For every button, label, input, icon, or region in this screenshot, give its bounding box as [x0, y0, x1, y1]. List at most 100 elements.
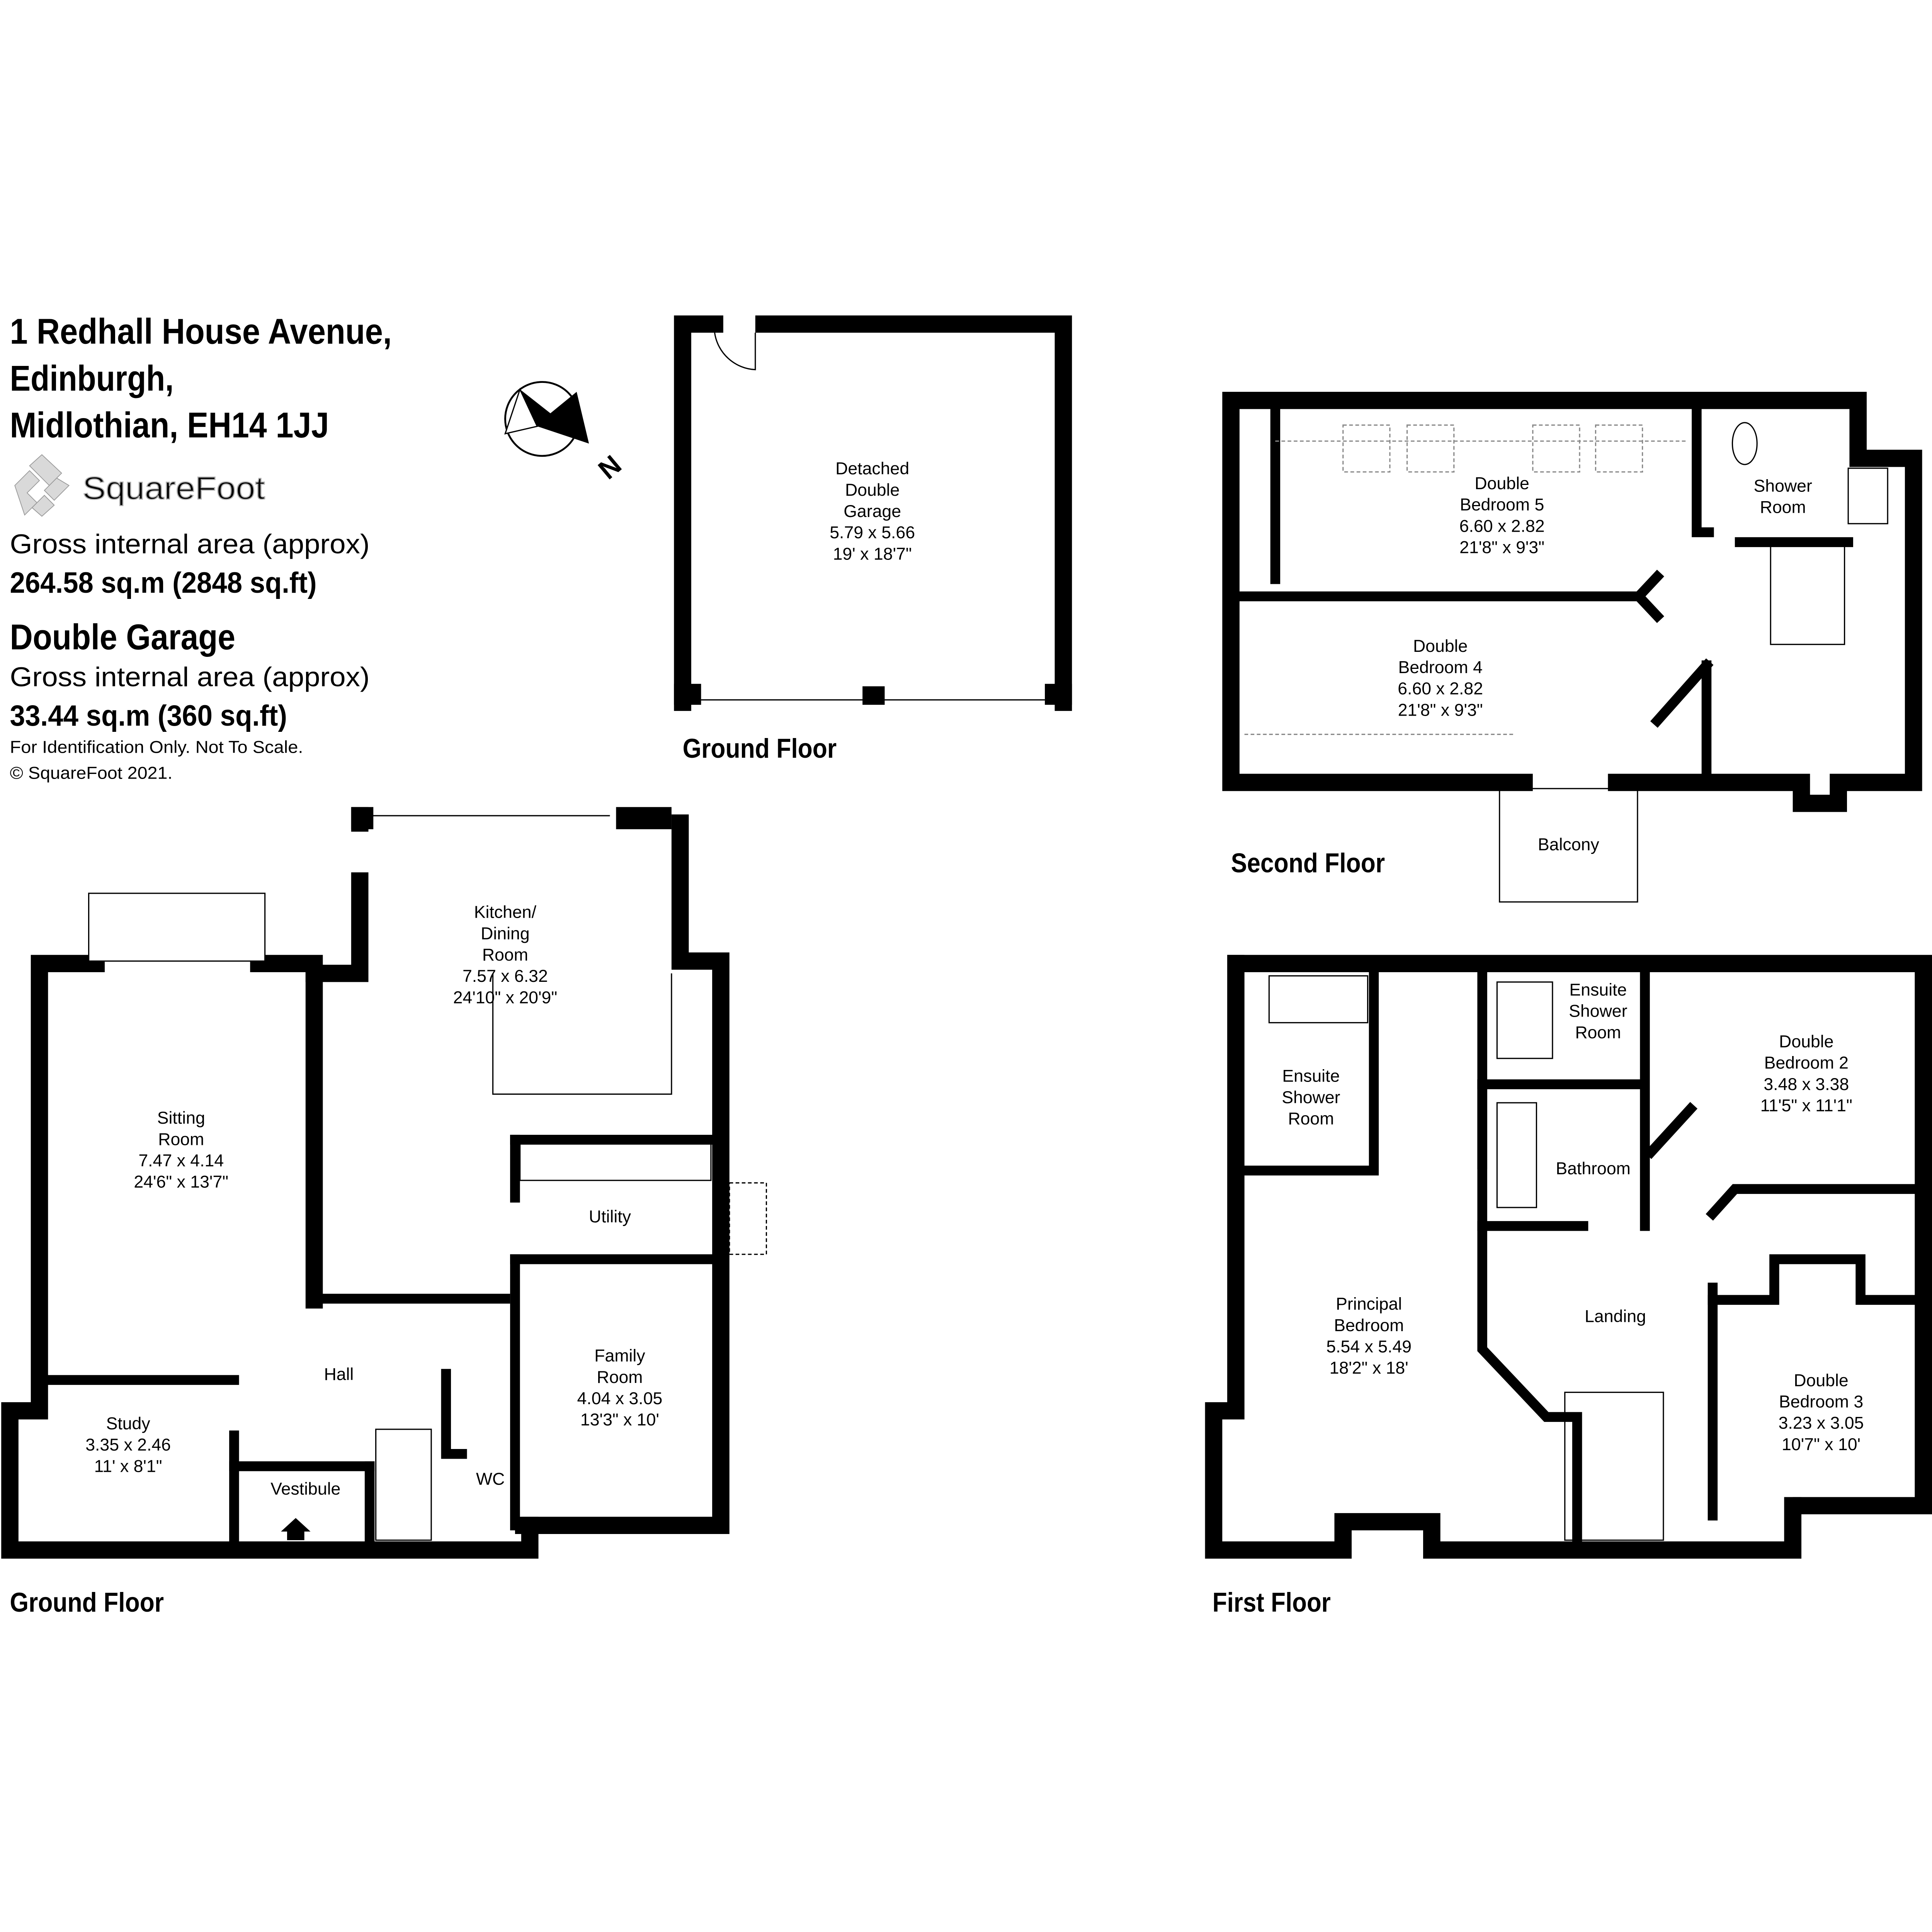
- room-label-line: 24'6" x 13'7": [134, 1173, 228, 1192]
- room-label-line: Kitchen/: [474, 903, 537, 922]
- room-label-line: Double: [845, 481, 900, 500]
- room-label-line: WC: [476, 1469, 505, 1488]
- room-label-line: 11'5" x 11'1": [1760, 1096, 1852, 1115]
- room-label-line: 4.04 x 3.05: [577, 1389, 663, 1408]
- squarefoot-logo: SquareFoot: [14, 454, 265, 517]
- room-label-line: 19' x 18'7": [833, 544, 912, 563]
- north-arrow-icon: N: [504, 381, 627, 485]
- room-label-line: 5.54 x 5.49: [1326, 1337, 1412, 1356]
- house-area-value: 264.58 sq.m (2848 sq.ft): [10, 566, 317, 599]
- room-label-line: Utility: [589, 1207, 631, 1226]
- room-label-line: 7.57 x 6.32: [463, 967, 548, 986]
- room-label-line: Garage: [844, 502, 901, 521]
- second-floor-plan: Second Floor: [1222, 392, 1922, 903]
- ground-floor-plan: Ground Floor: [1, 807, 767, 1617]
- room-label-line: Shower: [1282, 1088, 1340, 1107]
- room-label-line: Room: [1575, 1023, 1621, 1042]
- room-label-line: Bedroom 3: [1779, 1393, 1863, 1412]
- room-label-line: Ensuite: [1282, 1067, 1340, 1086]
- room-label-line: Bedroom 4: [1398, 658, 1483, 677]
- room-label-line: Bedroom 2: [1764, 1054, 1849, 1073]
- room-label-line: Bathroom: [1556, 1159, 1630, 1178]
- room-label-line: Landing: [1585, 1307, 1646, 1326]
- floor-label-second: Second Floor: [1231, 848, 1385, 878]
- room-label-hall: Hall: [324, 1365, 354, 1384]
- room-label-line: Principal: [1336, 1295, 1402, 1314]
- room-label-line: Double: [1475, 474, 1529, 493]
- room-label-line: Shower: [1569, 1002, 1627, 1021]
- logo-text: SquareFoot: [83, 470, 265, 506]
- room-label-line: Room: [158, 1130, 204, 1149]
- room-label-line: Detached: [835, 459, 909, 478]
- room-label-line: 21'8" x 9'3": [1398, 701, 1483, 719]
- room-label-line: Vestibule: [270, 1480, 340, 1498]
- room-label-line: Room: [1288, 1109, 1334, 1128]
- room-label-line: Shower: [1754, 476, 1812, 495]
- room-label-line: 6.60 x 2.82: [1398, 679, 1483, 698]
- room-label-line: 5.79 x 5.66: [830, 523, 915, 542]
- room-label-line: Ensuite: [1569, 981, 1627, 1000]
- room-label-line: Bedroom: [1334, 1316, 1404, 1335]
- room-label-balcony: Balcony: [1538, 835, 1599, 854]
- room-label-line: 3.23 x 3.05: [1779, 1414, 1864, 1433]
- room-label-line: Hall: [324, 1365, 354, 1384]
- entrance-arrow-icon: [281, 1518, 311, 1540]
- garage-door-swing: [714, 332, 756, 371]
- header-block: 1 Redhall House Avenue, Edinburgh, Midlo…: [10, 311, 392, 783]
- garage-area-label: Gross internal area (approx): [10, 662, 370, 692]
- room-label-line: 11' x 8'1": [94, 1457, 162, 1476]
- address-line-3: Midlothian, EH14 1JJ: [10, 405, 329, 445]
- room-label-wc: WC: [476, 1469, 505, 1488]
- room-label-line: Double: [1413, 637, 1468, 656]
- floor-label-ground: Ground Floor: [10, 1587, 164, 1617]
- house-area-label: Gross internal area (approx): [10, 529, 370, 559]
- room-label-line: 10'7" x 10': [1782, 1435, 1861, 1454]
- room-label-line: Bedroom 5: [1460, 495, 1544, 514]
- disclaimer: For Identification Only. Not To Scale.: [10, 738, 303, 757]
- room-label-vestibule: Vestibule: [270, 1480, 340, 1498]
- room-label-line: 18'2" x 18': [1330, 1359, 1408, 1378]
- room-label-line: Room: [482, 946, 528, 964]
- room-label-line: Room: [1760, 498, 1806, 517]
- room-label-line: 13'3" x 10': [580, 1410, 659, 1429]
- floor-label-garage: Ground Floor: [683, 733, 837, 764]
- room-label-line: Family: [594, 1347, 645, 1366]
- room-label-line: Room: [597, 1368, 643, 1387]
- room-label-line: 3.35 x 2.46: [85, 1435, 171, 1454]
- address-line-1: 1 Redhall House Avenue,: [10, 311, 392, 352]
- first-floor-plan: First Floor: [1205, 955, 1932, 1617]
- room-label-line: Dining: [481, 924, 530, 943]
- copyright: © SquareFoot 2021.: [10, 764, 173, 782]
- garage-area-value: 33.44 sq.m (360 sq.ft): [10, 699, 287, 732]
- room-label-line: 21'8" x 9'3": [1459, 538, 1544, 557]
- room-label-line: 7.47 x 4.14: [138, 1151, 224, 1170]
- room-label-line: Balcony: [1538, 835, 1599, 854]
- compass-north-label: N: [592, 449, 627, 485]
- floor-label-first: First Floor: [1213, 1587, 1331, 1617]
- room-label-line: Double: [1794, 1371, 1848, 1390]
- room-label-line: Double: [1779, 1032, 1833, 1051]
- garage-heading: Double Garage: [10, 617, 236, 657]
- address-line-2: Edinburgh,: [10, 358, 174, 398]
- room-label-bathroom: Bathroom: [1556, 1159, 1630, 1178]
- room-label-line: 24'10" x 20'9": [453, 988, 558, 1007]
- room-label-landing: Landing: [1585, 1307, 1646, 1326]
- room-label-study: Study 3.35 x 2.46 11' x 8'1": [85, 1414, 171, 1476]
- room-label-line: 6.60 x 2.82: [1459, 517, 1545, 536]
- room-label-line: Sitting: [157, 1109, 205, 1128]
- room-label-line: Study: [106, 1414, 151, 1433]
